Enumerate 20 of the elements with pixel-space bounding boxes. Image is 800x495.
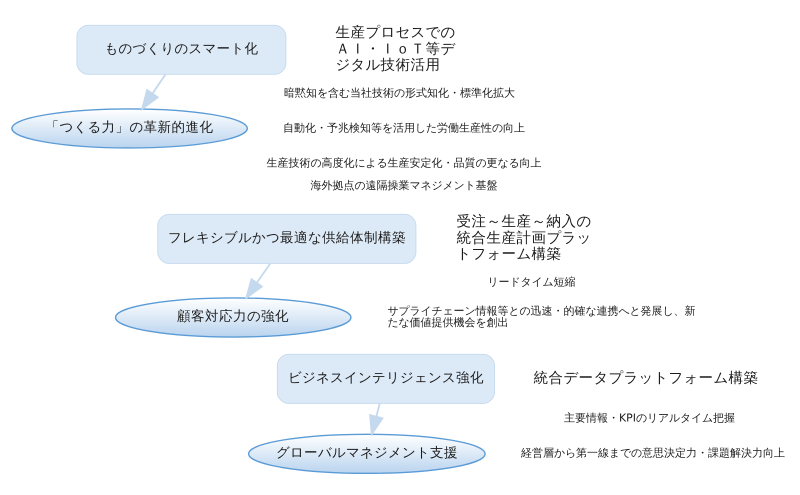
label: サプライチェーン情報等との迅速・的確な連携へと発展し、新たな価値提供機会を創出 [387, 304, 696, 330]
label: 生産プロセスでのＡＩ・ＩｏＴ等デジタル技術活用 [335, 24, 456, 74]
label: 統合データプラットフォーム構築 [533, 370, 758, 386]
node-box: フレキシブルかつ最適な供給体制構築 [157, 214, 416, 264]
label: 生産技術の高度化による生産安定化・品質の更なる向上 [266, 156, 542, 170]
label: 自動化・予兆検知等を活用した労働生産性の向上 [283, 121, 526, 134]
label: 経営層から第一線までの意思決定力・課題解決力向上 [521, 446, 786, 460]
label: 海外拠点の遠隔操業マネジメント基盤 [310, 178, 498, 192]
node-ellipse: 「つくる力」の革新的進化 [11, 108, 248, 149]
arrow [244, 263, 271, 300]
node-ellipse: 顧客対応力の強化 [114, 297, 352, 338]
node-ellipse: グローバルマネジメント支援 [248, 434, 486, 474]
label: 受注～生産～納入の統合生産計画プラットフォーム構築 [456, 214, 592, 263]
node-box: ビジネスインテリジェンス強化 [276, 354, 495, 404]
label: リードタイム短縮 [487, 275, 576, 288]
arrow [369, 403, 384, 437]
arrow [140, 74, 166, 112]
label: 暗黙知を含む当社技術の形式知化・標準化拡大 [284, 86, 516, 100]
label: 主要情報・KPIのリアルタイム把握 [564, 412, 735, 425]
node-box: ものづくりのスマート化 [76, 24, 286, 75]
